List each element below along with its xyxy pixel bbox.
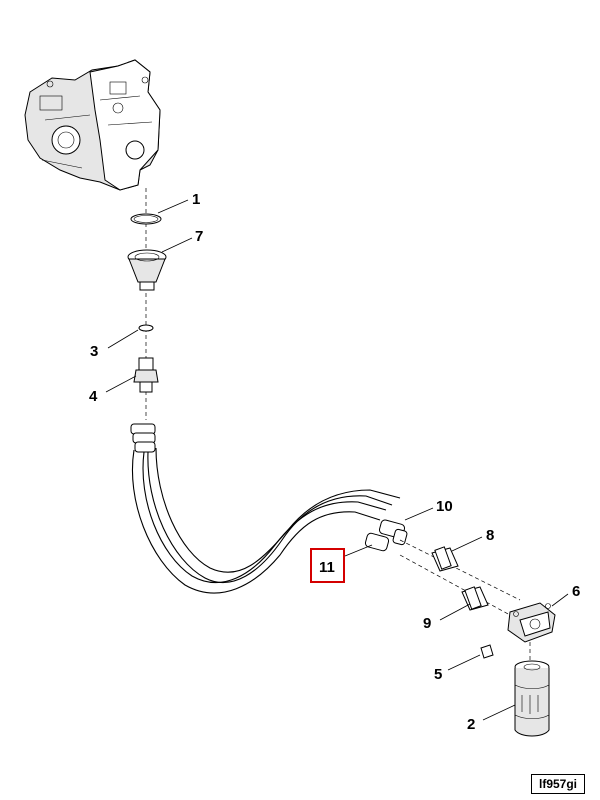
callout-2: 2 (467, 716, 475, 733)
callout-3: 3 (90, 343, 98, 360)
hose-end-fittings (364, 519, 408, 552)
small-o-ring-part (138, 324, 154, 332)
engine-block (24, 59, 161, 191)
callout-4: 4 (89, 388, 98, 405)
filter-cartridge-part (514, 660, 550, 737)
hose-end-connector (130, 423, 156, 453)
callout-11: 11 (319, 559, 335, 576)
filter-head-part (507, 602, 556, 643)
fitting-part-8 (431, 546, 459, 572)
highlight-box-11 (310, 548, 345, 583)
fitting-part-9 (461, 586, 489, 611)
fuel-hoses (131, 447, 401, 594)
plug-part (480, 644, 494, 659)
callout-6: 6 (572, 583, 580, 600)
fitting-part (133, 357, 159, 393)
callout-7: 7 (195, 228, 203, 245)
adapter-housing-part (127, 249, 167, 291)
callout-10: 10 (436, 498, 453, 515)
callout-9: 9 (423, 615, 431, 632)
callout-1: 1 (192, 191, 200, 208)
callout-8: 8 (486, 527, 494, 544)
reference-code-label: lf957gi (531, 774, 585, 794)
callout-5: 5 (434, 666, 442, 683)
